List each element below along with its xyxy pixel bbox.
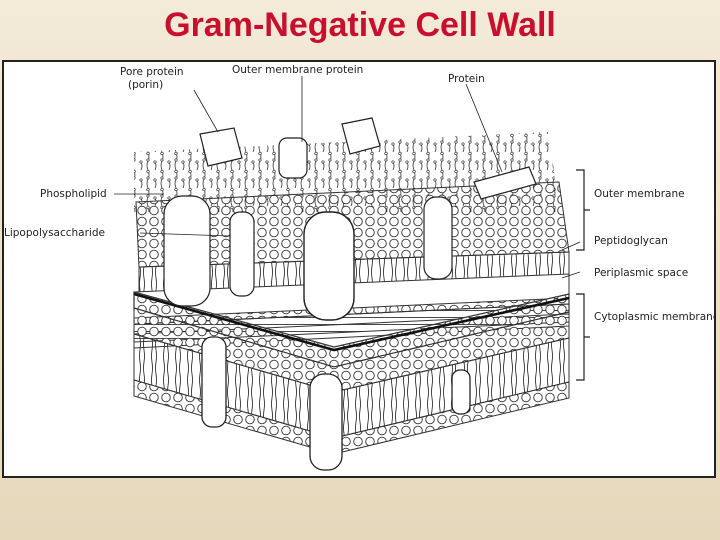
label-protein: Protein	[448, 73, 485, 85]
cytoplasmic-protein-3	[452, 370, 470, 414]
slide-title: Gram-Negative Cell Wall	[0, 6, 720, 45]
cytoplasmic-membrane-bracket	[576, 294, 590, 380]
label-pore-protein: Pore protein	[120, 66, 184, 78]
outer-membrane-protein-1	[279, 138, 307, 178]
label-peptidoglycan: Peptidoglycan	[594, 235, 668, 247]
label-outer-membrane: Outer membrane	[594, 188, 685, 200]
outer-membrane-channel-protein	[424, 197, 452, 279]
cell-wall-diagram: Pore protein (porin) Outer membrane prot…	[2, 60, 716, 478]
outer-membrane-bracket	[576, 170, 590, 250]
label-porin: (porin)	[128, 79, 163, 91]
large-transmembrane-protein	[304, 212, 354, 320]
label-outer-membrane-protein: Outer membrane protein	[232, 64, 363, 76]
cytoplasmic-protein-2	[310, 374, 342, 470]
transmembrane-protein	[230, 212, 254, 296]
diagram-svg: Pore protein (porin) Outer membrane prot…	[4, 62, 714, 476]
label-phospholipid: Phospholipid	[40, 188, 107, 200]
label-lipopolysaccharide: Lipopolysaccharide	[4, 227, 105, 239]
lipopolysaccharide-protein	[164, 196, 210, 306]
cytoplasmic-protein-1	[202, 337, 226, 427]
label-periplasmic-space: Periplasmic space	[594, 267, 688, 279]
label-cytoplasmic-membrane: Cytoplasmic membrane	[594, 311, 714, 323]
layer-brackets	[576, 170, 590, 380]
